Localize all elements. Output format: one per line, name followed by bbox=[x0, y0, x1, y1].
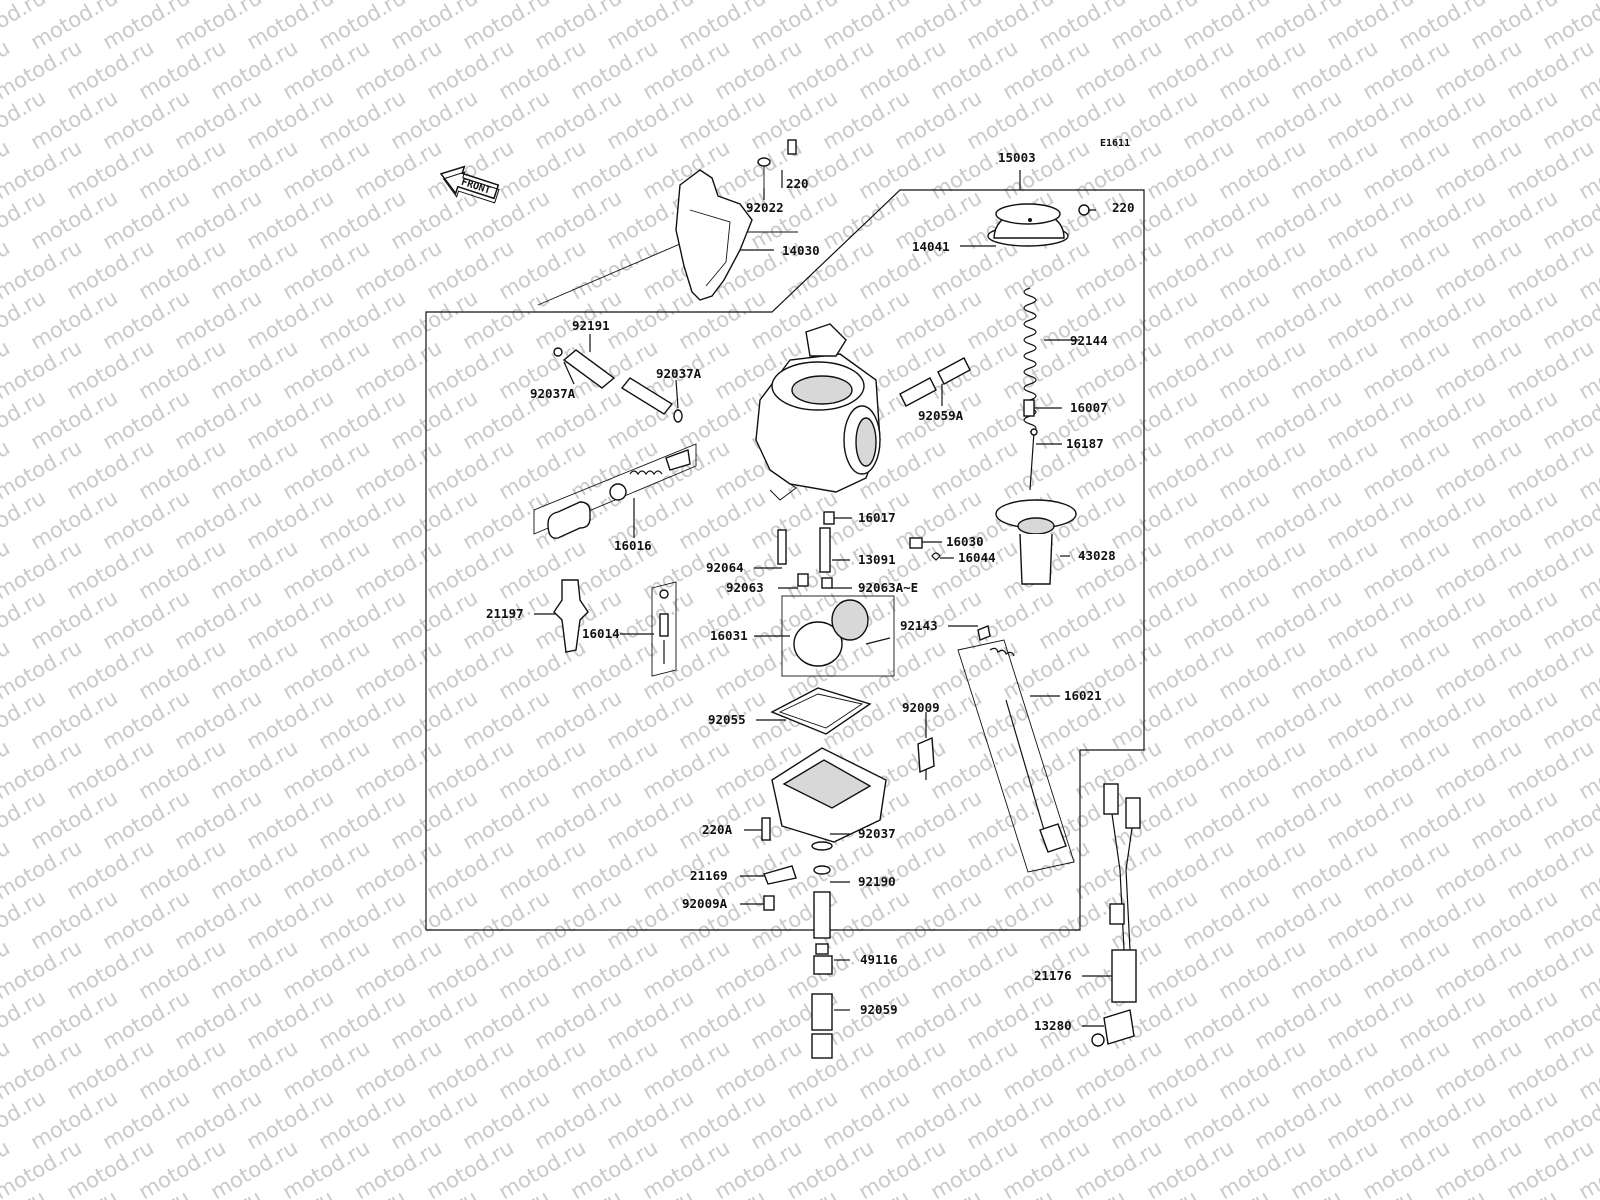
label-16017: 16017 bbox=[858, 510, 896, 525]
label-16016: 16016 bbox=[614, 538, 652, 553]
label-14041: 14041 bbox=[912, 239, 950, 254]
label-92059: 92059 bbox=[860, 1002, 898, 1017]
diagram-code: E1611 bbox=[1100, 138, 1130, 149]
label-16030: 16030 bbox=[946, 534, 984, 549]
label-92144: 92144 bbox=[1070, 333, 1108, 348]
label-92063A-E: 92063A~E bbox=[858, 580, 918, 595]
label-49116: 49116 bbox=[860, 952, 898, 967]
label-92037: 92037 bbox=[858, 826, 896, 841]
label-220-cap: 220 bbox=[1112, 200, 1135, 215]
watermark-text: motod.ru bbox=[1575, 0, 1600, 4]
label-92059A: 92059A bbox=[918, 408, 964, 423]
drain-hose bbox=[811, 865, 833, 1059]
screw-92009 bbox=[917, 736, 935, 780]
screw-220A bbox=[761, 817, 771, 841]
label-16014: 16014 bbox=[582, 626, 620, 641]
screw-92009A bbox=[763, 895, 775, 911]
label-15003: 15003 bbox=[998, 150, 1036, 165]
label-92190: 92190 bbox=[858, 874, 896, 889]
label-92009: 92009 bbox=[902, 700, 940, 715]
label-21197: 21197 bbox=[486, 606, 524, 621]
label-92055: 92055 bbox=[708, 712, 746, 727]
label-92064: 92064 bbox=[706, 560, 744, 575]
label-92143: 92143 bbox=[900, 618, 938, 633]
label-92037A-right: 92037A bbox=[656, 366, 702, 381]
label-92022: 92022 bbox=[746, 200, 784, 215]
label-21176: 21176 bbox=[1034, 968, 1072, 983]
label-92191: 92191 bbox=[572, 318, 610, 333]
label-92009A: 92009A bbox=[682, 896, 728, 911]
label-16044: 16044 bbox=[958, 550, 996, 565]
label-43028: 43028 bbox=[1078, 548, 1116, 563]
label-92037A-left: 92037A bbox=[530, 386, 576, 401]
label-14030: 14030 bbox=[782, 243, 820, 258]
label-220-top: 220 bbox=[786, 176, 809, 191]
label-16187: 16187 bbox=[1066, 436, 1104, 451]
label-16021: 16021 bbox=[1064, 688, 1102, 703]
label-220A: 220A bbox=[702, 822, 733, 837]
label-13091: 13091 bbox=[858, 552, 896, 567]
label-16007: 16007 bbox=[1070, 400, 1108, 415]
label-21169: 21169 bbox=[690, 868, 728, 883]
label-92063: 92063 bbox=[726, 580, 764, 595]
label-16031: 16031 bbox=[710, 628, 748, 643]
label-13280: 13280 bbox=[1034, 1018, 1072, 1033]
